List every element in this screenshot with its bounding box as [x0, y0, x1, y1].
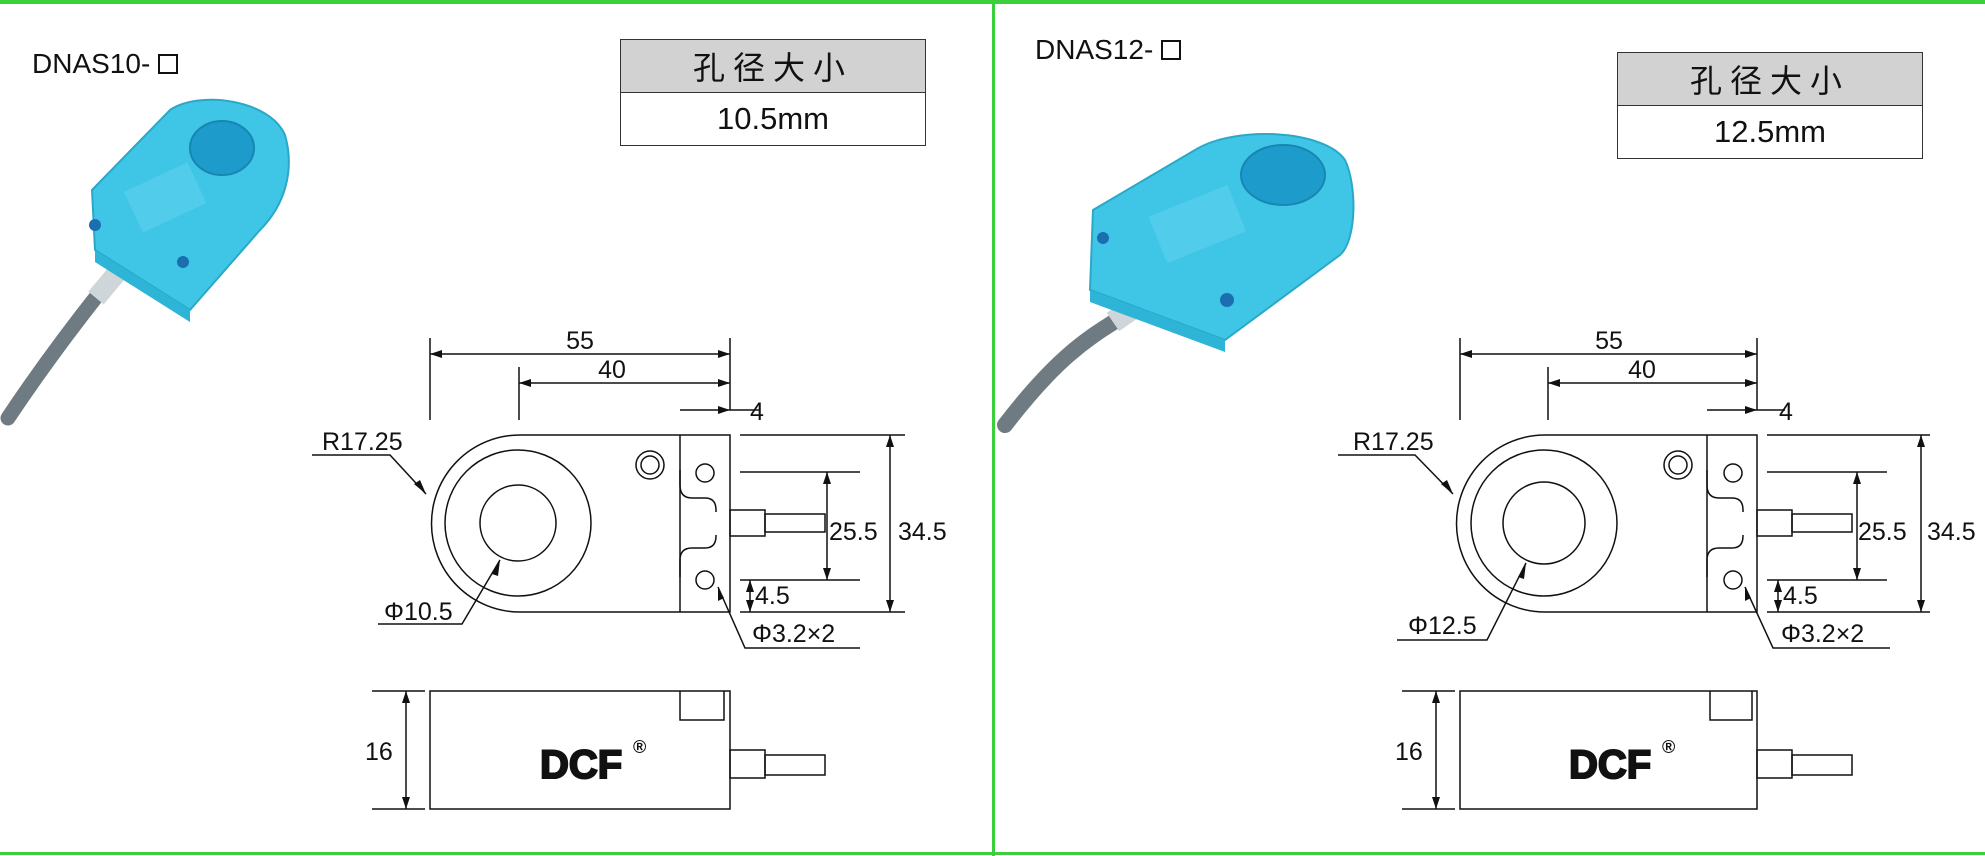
label-plate — [123, 162, 207, 233]
center-divider — [992, 0, 995, 856]
dim-tab: 4 — [1779, 398, 1793, 426]
top-view — [312, 338, 905, 649]
model-name: DNAS12- — [1035, 34, 1154, 65]
brand-logo: DCF — [540, 743, 622, 787]
spec-header: 孔径大小 — [621, 40, 925, 93]
spec-table: 孔径大小 10.5mm — [620, 39, 926, 146]
arrowheads — [1441, 350, 1925, 612]
brand-registered: ® — [1662, 737, 1675, 757]
sensor-drawing: 55 40 4 R17.25 25.5 34.5 4.5 Φ12.5 Φ3.2×… — [997, 132, 1976, 810]
mount-hole-icon — [1097, 232, 1109, 244]
dim-radius: R17.25 — [1353, 428, 1434, 456]
bore-circle — [1502, 481, 1586, 565]
sensor-side — [95, 250, 190, 322]
side-view — [372, 690, 826, 810]
model-title: DNAS10- — [32, 48, 179, 80]
dim-bore: Φ12.5 — [1408, 612, 1477, 640]
brand-registered: ® — [633, 737, 646, 757]
body-outline — [1455, 434, 1758, 613]
brand-logo: DCF — [1569, 743, 1651, 787]
sensor-side — [1090, 290, 1225, 352]
dim-thickness: 16 — [1395, 738, 1423, 766]
mount-hole-icon — [177, 256, 189, 268]
side-view — [1402, 690, 1853, 810]
dim-bore: Φ10.5 — [384, 598, 453, 626]
dim-mount-spacing: 25.5 — [829, 518, 878, 546]
checkbox-square-icon — [158, 54, 179, 74]
spec-header: 孔径大小 — [1618, 53, 1922, 106]
dim-edge: 4.5 — [755, 582, 790, 610]
cable — [997, 312, 1125, 433]
spec-value: 12.5mm — [1618, 106, 1922, 158]
model-name: DNAS10- — [32, 48, 151, 79]
mount-hole-icon — [1220, 293, 1234, 307]
sensor-drawing: 55 40 4 R17.25 25.5 34.5 4.5 Φ10.5 Φ3.2×… — [0, 98, 947, 810]
panel-dnas10: DNAS10- 孔径大小 10.5mm — [0, 0, 992, 856]
spec-table: 孔径大小 12.5mm — [1617, 52, 1923, 159]
dim-hole-offset: 40 — [598, 356, 626, 384]
dim-tab: 4 — [750, 398, 764, 426]
dim-mount-spacing: 25.5 — [1858, 518, 1907, 546]
label-plate — [1148, 184, 1247, 264]
bore-hole — [189, 120, 255, 176]
panel-dnas12: DNAS12- 孔径大小 12.5mm — [995, 0, 1985, 856]
bottom-divider — [0, 852, 1985, 855]
dim-mount-holes: Φ3.2×2 — [752, 620, 835, 648]
dim-length: 55 — [566, 327, 594, 355]
outer-ring — [1470, 449, 1618, 597]
dim-height: 34.5 — [898, 518, 947, 546]
spec-value: 10.5mm — [621, 93, 925, 145]
bore-hole — [1240, 144, 1326, 206]
checkbox-square-icon — [1161, 40, 1182, 60]
dim-hole-offset: 40 — [1628, 356, 1656, 384]
mount-hole-icon — [89, 219, 101, 231]
dim-edge: 4.5 — [1783, 582, 1818, 610]
dim-height: 34.5 — [1927, 518, 1976, 546]
dim-thickness: 16 — [365, 738, 393, 766]
top-view — [1338, 338, 1930, 649]
dim-mount-holes: Φ3.2×2 — [1781, 620, 1864, 648]
bore-circle — [479, 484, 557, 562]
body-outline — [430, 434, 731, 613]
arrowheads — [414, 350, 894, 612]
outer-ring — [444, 449, 592, 597]
product-photo — [0, 98, 290, 426]
model-title: DNAS12- — [1035, 34, 1182, 66]
dim-length: 55 — [1595, 327, 1623, 355]
cable — [0, 284, 108, 426]
product-photo — [997, 132, 1355, 433]
dim-radius: R17.25 — [322, 428, 403, 456]
